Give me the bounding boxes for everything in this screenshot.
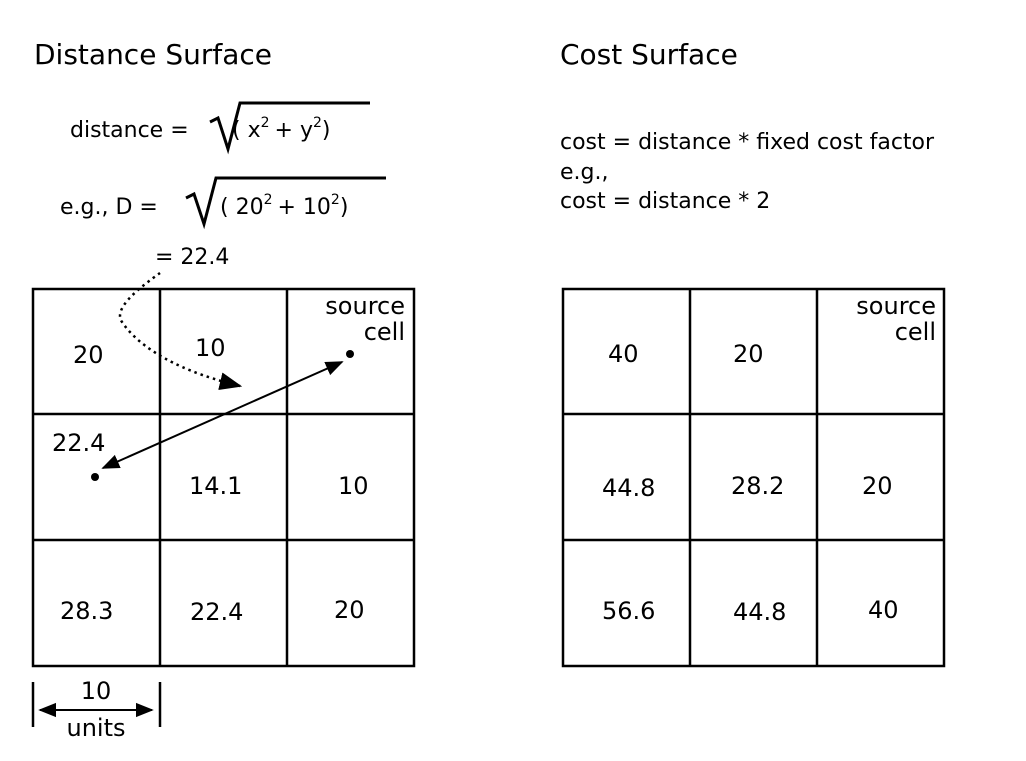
cost-cell-r2c2: 28.2 — [731, 472, 784, 500]
example-plus: + 10 — [278, 195, 331, 220]
scale-bar-value: 10 — [81, 677, 112, 705]
example-open: ( 20 — [220, 195, 264, 220]
distance-source-label-line2: cell — [364, 318, 405, 346]
example-radical — [185, 176, 386, 230]
example-exp2: 2 — [331, 192, 340, 208]
cost-formula-line1: cost = distance * fixed cost factor — [560, 130, 935, 155]
svg-text:( x2+ y2): ( x2+ y2) — [232, 115, 331, 143]
distance-cell-r2c1: 22.4 — [52, 429, 105, 457]
cost-cell-r3c2: 44.8 — [733, 598, 786, 626]
cost-source-label-line1: source — [856, 292, 936, 320]
cost-cell-r2c1: 44.8 — [602, 474, 655, 502]
distance-grid-values: 20 10 22.4 14.1 10 28.3 22.4 20 source c… — [52, 292, 405, 626]
distance-cell-r1c2: 10 — [195, 334, 226, 362]
distance-grid — [31, 287, 416, 668]
cost-cell-r1c1: 40 — [608, 340, 639, 368]
distance-cell-r2c2: 14.1 — [189, 472, 242, 500]
distance-surface-title: Distance Surface — [34, 38, 272, 71]
distance-formula-lhs: distance = — [70, 118, 189, 143]
scale-bar: 10 units — [31, 677, 162, 742]
distance-cell-r2c3: 10 — [338, 472, 369, 500]
example-exp1: 2 — [264, 192, 273, 208]
distance-source-label-line1: source — [325, 292, 405, 320]
distance-formula: distance = ( x2+ y2) — [70, 101, 370, 155]
distance-formula-plus: + y — [275, 118, 313, 143]
cost-source-label-line2: cell — [895, 318, 936, 346]
cost-cell-r3c3: 40 — [868, 596, 899, 624]
distance-formula-exp2: 2 — [313, 115, 322, 131]
distance-formula-radical — [209, 101, 370, 155]
distance-cell-r1c1: 20 — [73, 341, 104, 369]
example-close: ) — [340, 195, 349, 220]
cost-cell-r1c2: 20 — [733, 340, 764, 368]
source-cell-point — [346, 350, 354, 358]
distance-formula-open: ( x — [232, 118, 261, 143]
cost-cell-r3c1: 56.6 — [602, 597, 655, 625]
example-lhs: e.g., D = — [60, 195, 158, 220]
distance-grid-border — [31, 287, 416, 668]
cost-formula-line2: e.g., — [560, 160, 608, 185]
cost-formula-line3: cost = distance * 2 — [560, 189, 770, 214]
callout-dotted-arrow — [118, 271, 243, 391]
distance-formula-close: ) — [322, 118, 331, 143]
scale-bar-unit: units — [66, 714, 125, 742]
cost-grid-border — [561, 287, 946, 668]
distance-formula-exp1: 2 — [261, 115, 270, 131]
cost-cell-r2c3: 20 — [862, 472, 893, 500]
target-cell-point — [91, 473, 99, 481]
distance-cell-r3c1: 28.3 — [60, 597, 113, 625]
svg-text:( 202+ 102): ( 202+ 102) — [220, 192, 348, 220]
cost-surface-title: Cost Surface — [560, 38, 738, 71]
cost-formula: cost = distance * fixed cost factor e.g.… — [560, 130, 935, 214]
example-result: = 22.4 — [155, 245, 229, 270]
distance-example: e.g., D = ( 202+ 102) = 22.4 — [60, 176, 386, 270]
distance-cell-r3c3: 20 — [334, 596, 365, 624]
cost-grid — [561, 287, 946, 668]
distance-measure-arrow — [101, 361, 344, 469]
distance-cell-r3c2: 22.4 — [190, 598, 243, 626]
cost-grid-values: 40 20 44.8 28.2 20 56.6 44.8 40 source c… — [602, 292, 936, 626]
